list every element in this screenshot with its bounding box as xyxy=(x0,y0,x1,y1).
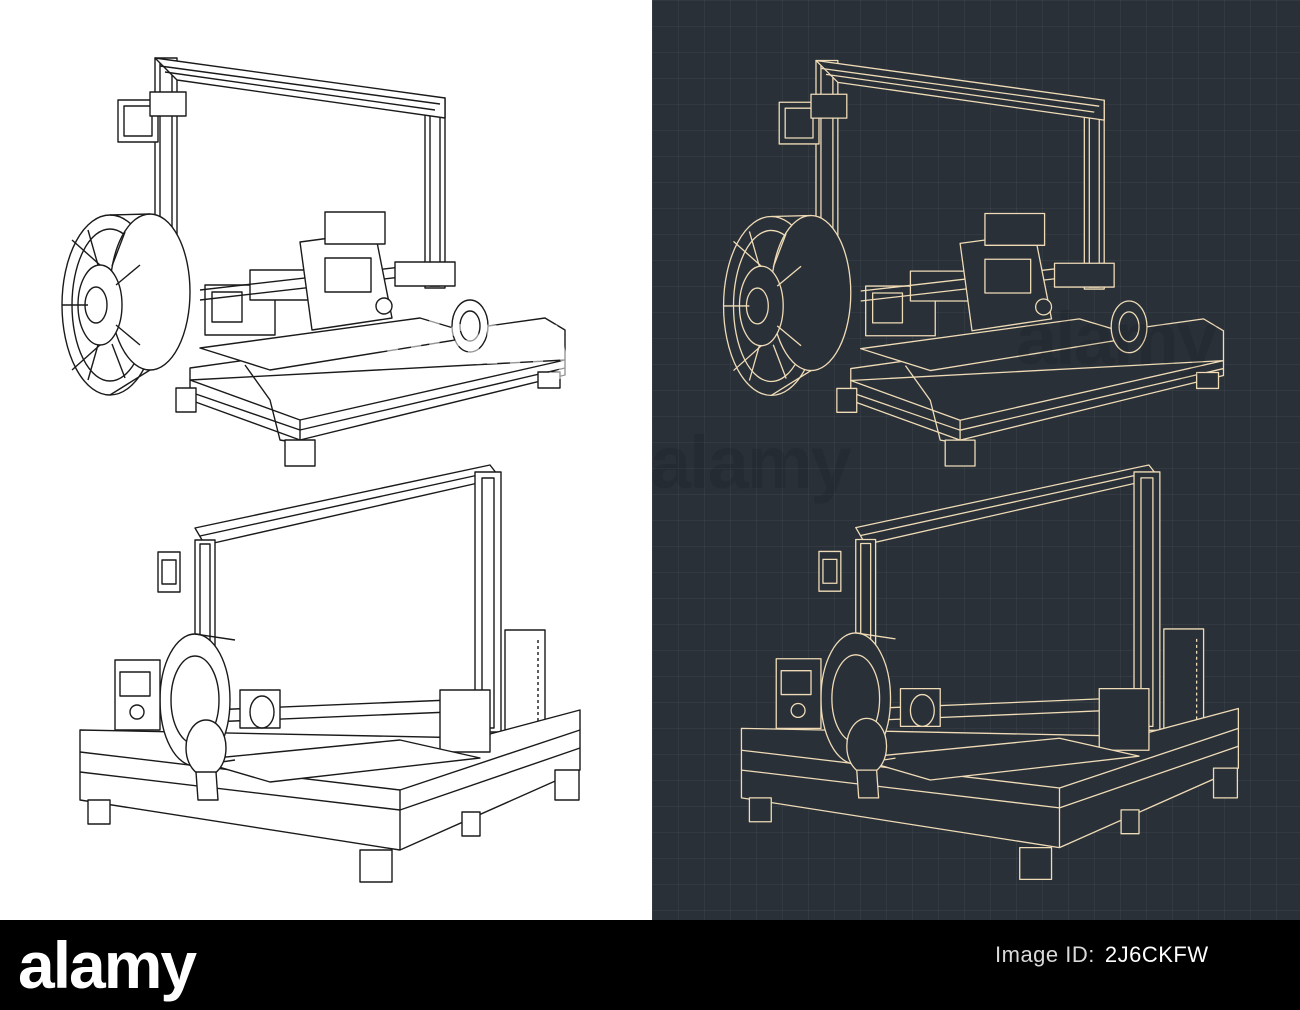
alamy-logo: alamy xyxy=(18,928,197,1002)
printer-drawing-bottom-left xyxy=(79,464,581,883)
printer-drawing-bottom-right xyxy=(740,464,1240,881)
light-panel: alamy xyxy=(0,0,652,920)
dark-panel: alamy alamy xyxy=(650,0,1300,920)
image-id: Image ID: 2J6CKFW xyxy=(995,942,1209,968)
footer-bar: alamy Image ID: 2J6CKFW xyxy=(0,920,1300,1010)
image-id-label: Image ID: xyxy=(995,942,1095,967)
image-id-value: 2J6CKFW xyxy=(1104,942,1209,967)
